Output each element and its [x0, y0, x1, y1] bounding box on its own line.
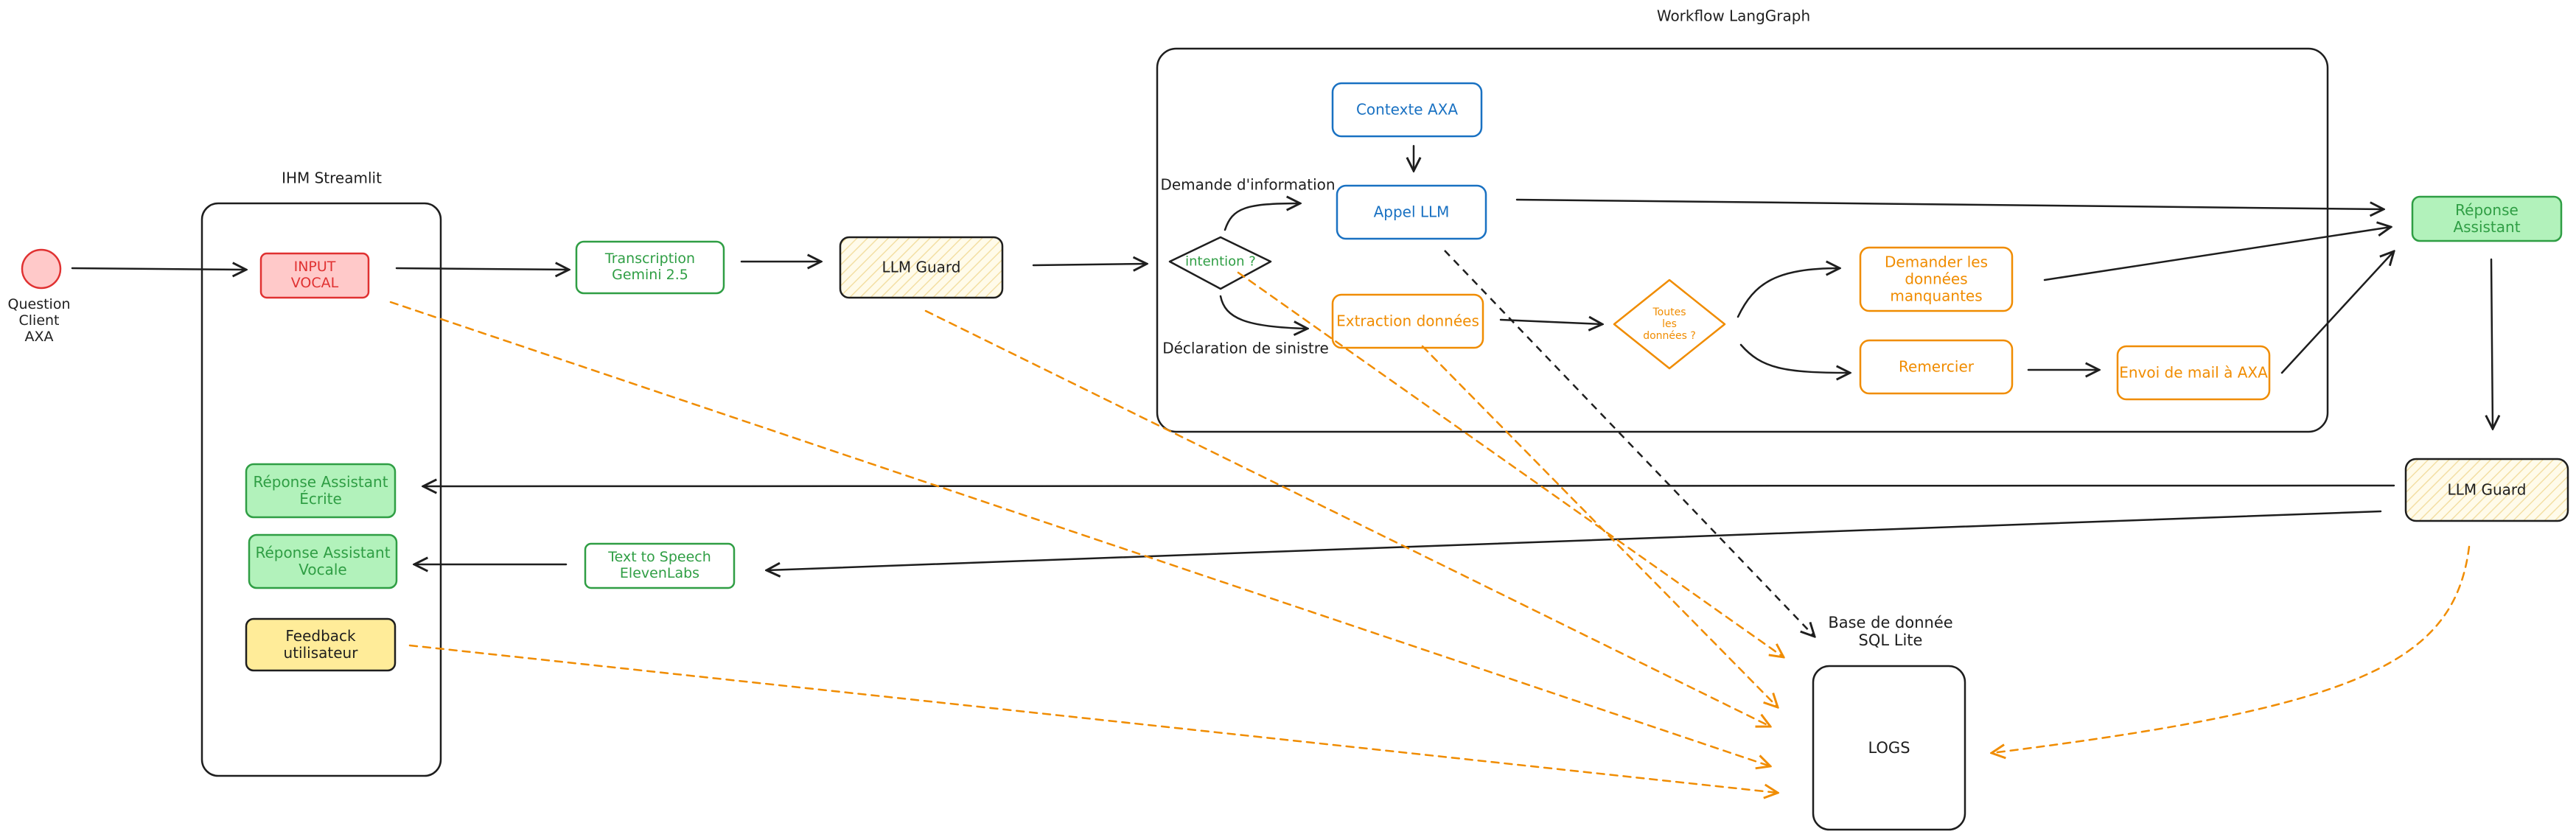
intention-label: intention ? — [1185, 253, 1256, 270]
appel-llm-node — [1336, 184, 1487, 240]
arrow-appel-to-reponse — [1515, 198, 2384, 209]
arrow-guard-to-workflow — [1032, 264, 1147, 265]
reponse-vocale-node — [248, 533, 398, 589]
envoi-mail-node — [2116, 345, 2271, 401]
arrow-demander-to-reponse — [2043, 227, 2391, 281]
workflow-title: Workflow LangGraph — [1656, 7, 1811, 25]
reponse-ecrite-node — [245, 463, 397, 519]
input-vocal-label: INPUT VOCAL — [290, 259, 339, 291]
feedback-label: Feedback utilisateur — [283, 627, 358, 662]
arrow-toutes-to-demander — [1736, 268, 1840, 318]
arrow-guard2-to-tts — [767, 510, 2382, 570]
feedback-node — [245, 617, 397, 672]
reponse-vocale-label: Réponse Assistant Vocale — [255, 544, 391, 578]
remercier-label: Remercier — [1899, 357, 1974, 376]
input-vocal-node — [259, 252, 370, 299]
toutes-donnees-label: Toutes les données ? — [1643, 306, 1696, 343]
edge-label-declaration: Déclaration de sinistre — [1162, 339, 1329, 357]
question-start-node — [21, 248, 62, 290]
arrow-extraction-to-toutes — [1499, 320, 1602, 324]
extraction-node — [1331, 293, 1484, 349]
envoi-mail-label: Envoi de mail à AXA — [2119, 363, 2268, 382]
toutes-donnees-diamond — [1613, 279, 1726, 370]
transcription-label: Transcription Gemini 2.5 — [604, 251, 696, 283]
demander-node — [1859, 246, 2014, 312]
streamlit-title: IHM Streamlit — [282, 169, 382, 187]
reponse-ecrite-label: Réponse Assistant Écrite — [253, 473, 388, 508]
arrow-guard1-to-logs — [924, 309, 1770, 726]
extraction-label: Extraction données — [1336, 312, 1479, 330]
streamlit-container — [200, 202, 442, 777]
contexte-axa-label: Contexte AXA — [1355, 100, 1459, 119]
edge-label-demande: Demande d'information — [1160, 175, 1336, 194]
arrow-intention-to-logs — [1237, 271, 1784, 657]
transcription-node — [575, 240, 725, 295]
question-label: Question Client AXA — [7, 296, 71, 345]
contexte-axa-node — [1331, 82, 1483, 138]
database-title: Base de donnée SQL Lite — [1828, 613, 1953, 649]
llm-guard-2-node — [2404, 458, 2569, 522]
tts-node — [584, 542, 736, 589]
appel-llm-label: Appel LLM — [1373, 203, 1450, 221]
arrow-guard2-to-logs — [1992, 545, 2471, 753]
llm-guard-1-label: LLM Guard — [882, 258, 961, 276]
arrow-reponse-to-guard2 — [2491, 258, 2493, 429]
arrow-intention-to-extraction — [1219, 295, 1308, 329]
arrow-toutes-to-remercier — [1739, 343, 1850, 373]
arrow-intention-to-appel — [1224, 203, 1300, 231]
arrow-question-to-input — [71, 268, 246, 270]
logs-node — [1812, 665, 1966, 831]
workflow-container — [1156, 47, 2329, 433]
tts-label: Text to Speech ElevenLabs — [608, 549, 711, 581]
logs-label: LOGS — [1868, 738, 1910, 757]
reponse-assistant-node — [2411, 195, 2563, 242]
reponse-assistant-label: Réponse Assistant — [2453, 201, 2521, 236]
remercier-node — [1859, 339, 2014, 395]
arrow-input-to-logs — [389, 301, 1770, 766]
arrow-input-to-transcription — [395, 268, 569, 270]
arrow-extraction-to-logs — [1421, 345, 1778, 707]
arrow-appel-to-database — [1444, 250, 1815, 637]
llm-guard-1-node — [839, 236, 1004, 299]
llm-guard-2-label: LLM Guard — [2447, 480, 2527, 499]
intention-diamond — [1168, 236, 1272, 290]
arrow-feedback-to-logs — [408, 644, 1778, 793]
demander-label: Demander les données manquantes — [1885, 253, 1988, 305]
arrow-envoi-to-reponse — [2280, 251, 2394, 374]
